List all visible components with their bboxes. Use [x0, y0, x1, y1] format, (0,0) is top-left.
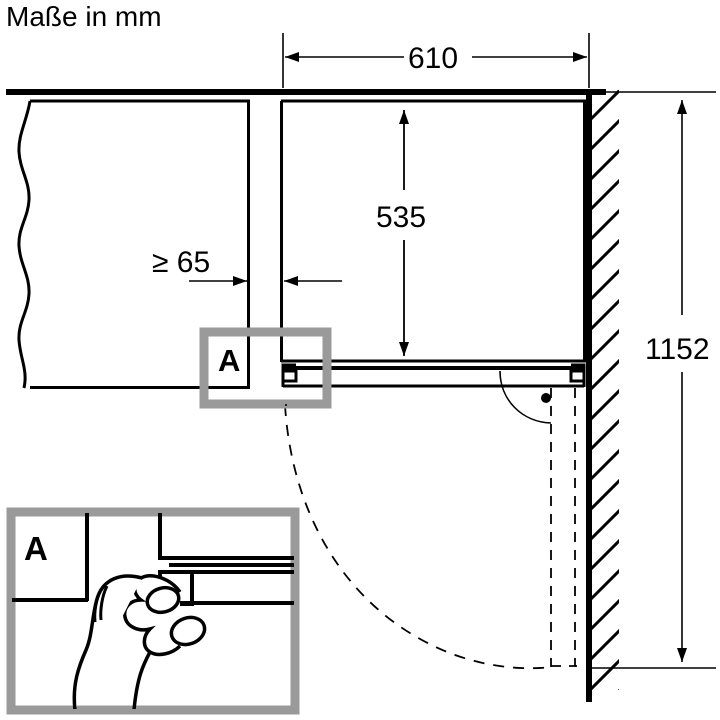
dimension-535: 535 — [376, 110, 426, 356]
dimension-1152-label: 1152 — [645, 333, 710, 366]
hinge-small-arc — [499, 370, 552, 424]
dimension-610: 610 — [282, 33, 590, 88]
swing-arc-path — [284, 404, 553, 670]
units-label: Maße in mm — [6, 1, 162, 32]
appliance-niche — [280, 99, 586, 363]
worktop-top-edge — [6, 89, 606, 95]
left-cabinet — [17, 99, 250, 389]
detail-inset-content: A — [12, 513, 294, 709]
door-panel-assembly — [281, 363, 586, 388]
dimension-610-label: 610 — [408, 42, 458, 75]
callout-a-frame — [199, 327, 332, 409]
hand-knuckle-line-2 — [99, 585, 109, 621]
dimension-clearance-65: ≥ 65 — [152, 246, 342, 286]
door-open-outline — [550, 388, 577, 667]
callout-a-letter: A — [218, 343, 240, 378]
thumb-tip — [169, 615, 207, 647]
dimension-535-label: 535 — [376, 201, 426, 234]
callout-a-box: A — [199, 327, 332, 409]
dimension-1152: 1152 — [592, 91, 716, 669]
detail-inset: A — [6, 507, 300, 715]
dimension-clearance-65-label: ≥ 65 — [152, 246, 210, 279]
wall-face-line — [586, 90, 592, 702]
hand-back — [72, 574, 143, 709]
index-tip — [145, 585, 181, 615]
hinge-pivot-dot — [541, 393, 551, 403]
hand-wrist — [132, 651, 152, 709]
detail-inset-letter: A — [24, 530, 48, 567]
door-swing-arc — [284, 404, 553, 670]
wall-hatching — [590, 90, 619, 690]
hand-knuckle-line-1 — [93, 591, 102, 623]
wall-right — [586, 90, 619, 702]
hinge-marker — [499, 370, 552, 424]
